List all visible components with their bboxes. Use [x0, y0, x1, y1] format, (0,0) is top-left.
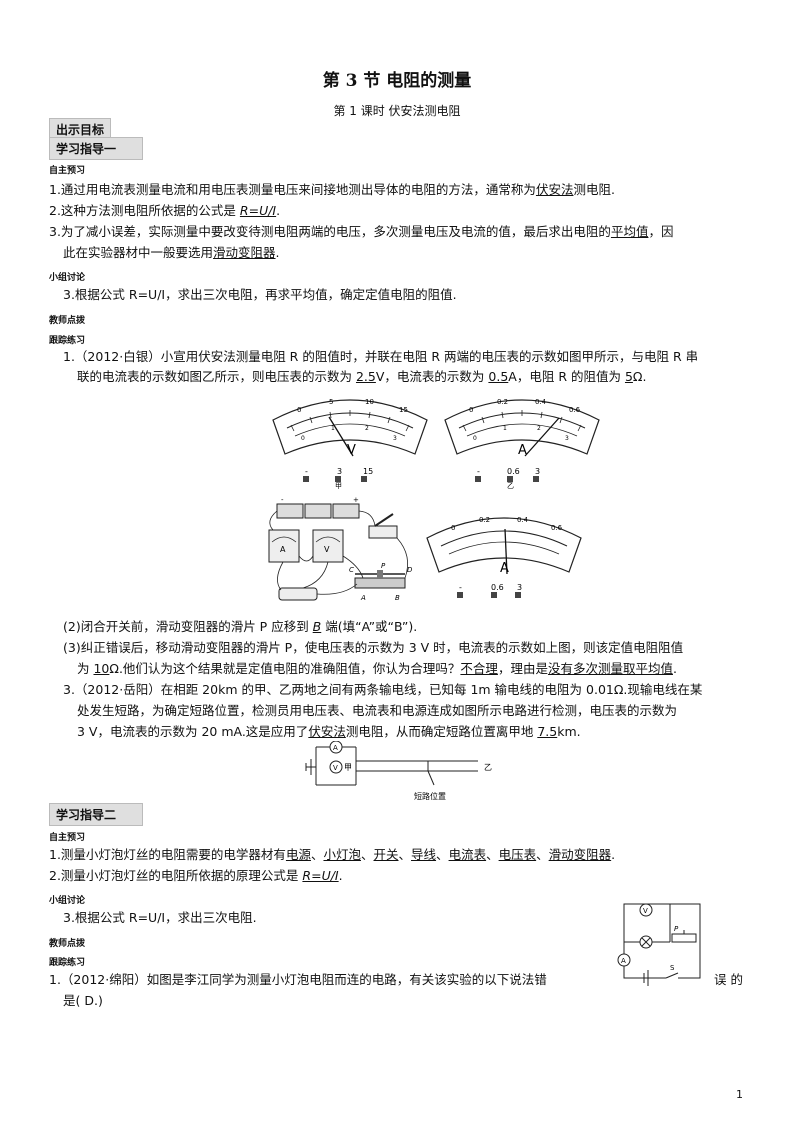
label-short-position: 短路位置: [414, 791, 446, 801]
svg-text:+: +: [353, 496, 359, 504]
svg-text:A: A: [333, 744, 338, 752]
svg-text:0: 0: [301, 435, 305, 442]
svg-text:P: P: [674, 925, 679, 933]
svg-text:0: 0: [451, 524, 455, 532]
meters-figure: V 0 5 10 15 0 1 2 3 - 3 15 甲 A 0 0.2 0.4…: [272, 398, 600, 490]
voltmeter-jia: V 0 5 10 15 0 1 2 3 - 3 15 甲: [272, 398, 428, 490]
svg-text:3: 3: [337, 467, 342, 476]
svg-text:A: A: [280, 545, 286, 554]
group-item: 3.根据公式 R=U/I，求出三次电阻，再求平均值，确定定值电阻的阻值.: [63, 287, 457, 302]
svg-text:1: 1: [331, 425, 335, 432]
svg-text:V: V: [333, 764, 338, 772]
question-1-line-2: 联的电流表的示数如图乙所示，则电压表的示数为 2.5V，电流表的示数为 0.5A…: [77, 369, 647, 384]
label-practice: 跟踪练习: [49, 336, 86, 346]
page-number: 1: [736, 1088, 743, 1101]
label-teacher-2: 教师点拨: [49, 939, 86, 949]
page-subtitle: 第 1 课时 伏安法测电阻: [333, 104, 461, 118]
svg-text:A: A: [500, 561, 509, 576]
circuit-figure: -+ A V C D P A B A 0 0.2 0.4: [268, 496, 582, 602]
svg-text:15: 15: [363, 467, 373, 476]
question-4-line-1: 3.（2012·岳阳）在相距 20km 的甲、乙两地之间有两条输电线，已知每 1…: [63, 682, 703, 697]
svg-text:3: 3: [393, 435, 397, 442]
voltmeter-device: V: [312, 529, 344, 563]
svg-text:0: 0: [469, 406, 473, 414]
svg-text:-: -: [477, 467, 480, 476]
svg-text:-: -: [305, 467, 308, 476]
svg-text:3: 3: [535, 467, 540, 476]
label-preview-2: 自主预习: [49, 833, 86, 843]
svg-text:0.2: 0.2: [479, 516, 490, 524]
svg-text:0.6: 0.6: [507, 467, 520, 476]
ammeter-device: A: [268, 529, 300, 563]
svg-text:3: 3: [565, 435, 569, 442]
question-b1-line-1-end: 误 的: [714, 972, 743, 987]
svg-text:P: P: [381, 562, 386, 570]
svg-text:D: D: [407, 566, 413, 574]
caption-yi: 乙: [507, 482, 514, 490]
svg-text:0: 0: [297, 406, 301, 414]
question-b1-line-1: 1.（2012·绵阳）如图是李江同学为测量小灯泡电阻而连的电路，有关该实验的以下…: [49, 972, 547, 987]
caption-jia: 甲: [335, 482, 342, 490]
preview-item-2: 2.这种方法测电阻所依据的公式是 R=U/I.: [49, 203, 281, 218]
question-2: (2)闭合开关前，滑动变阻器的滑片 P 应移到 B 端(填“A”或“B”).: [63, 619, 418, 634]
question-b1-line-2: 是( D.): [63, 993, 103, 1008]
label-yi: 乙: [484, 763, 492, 772]
battery-pack: -+: [276, 496, 360, 519]
svg-text:0.4: 0.4: [535, 398, 547, 406]
label-group-discussion-2: 小组讨论: [49, 896, 86, 906]
ammeter-yi: A 0 0.2 0.4 0.6 0 1 2 3 - 0.6 3 乙: [444, 398, 600, 490]
page-title: 第 3 节 电阻的测量: [322, 71, 472, 91]
group-item-2: 3.根据公式 R=U/I，求出三次电阻.: [63, 910, 257, 925]
short-circuit-figure: A V 甲 乙 短路位置: [305, 741, 492, 801]
tag-guide-one: 学习指导一: [49, 137, 143, 160]
ammeter-symbol: A: [518, 443, 527, 458]
svg-text:3: 3: [517, 583, 522, 592]
svg-text:5: 5: [329, 398, 333, 406]
question-4-line-2: 处发生短路，为确定短路位置，检测员用电压表、电流表和电源连成如图所示电路进行检测…: [77, 703, 678, 718]
svg-text:V: V: [324, 545, 330, 554]
preview2-item-2: 2.测量小灯泡灯丝的电阻所依据的原理公式是 R=U/I.: [49, 868, 343, 883]
voltmeter-needle: [328, 416, 354, 457]
label-group-discussion: 小组讨论: [49, 273, 86, 283]
preview-item-3-cont: 此在实验器材中一般要选用滑动变阻器.: [63, 245, 280, 260]
label-teacher: 教师点拨: [49, 316, 86, 326]
preview-item-1: 1.通过用电流表测量电流和用电压表测量电压来间接地测出导体的电阻的方法，通常称为…: [49, 182, 615, 197]
label-jia: 甲: [344, 763, 352, 772]
voltmeter-symbol: V: [347, 443, 356, 458]
svg-text:S: S: [670, 964, 675, 972]
ammeter-large: A 0 0.2 0.4 0.6 - 0.6 3: [426, 516, 582, 598]
question-3-line-1: (3)纠正错误后，移动滑动变阻器的滑片 P，使电压表的示数为 3 V 时，电流表…: [63, 640, 684, 655]
svg-text:0.2: 0.2: [497, 398, 508, 406]
svg-text:2: 2: [365, 425, 369, 432]
svg-text:0: 0: [473, 435, 477, 442]
question-3-line-2: 为 10Ω.他们认为这个结果就是定值电阻的准确阻值，你认为合理吗？不合理，理由是…: [77, 661, 677, 676]
tag-guide-two: 学习指导二: [49, 803, 143, 826]
ammeter-needle: [524, 417, 560, 457]
question-1-line-1: 1.（2012·白银）小宣用伏安法测量电阻 R 的阻值时，并联在电阻 R 两端的…: [63, 349, 699, 364]
svg-text:10: 10: [365, 398, 374, 406]
svg-text:2: 2: [537, 425, 541, 432]
svg-text:C: C: [349, 566, 354, 574]
svg-text:V: V: [643, 907, 648, 915]
svg-text:A: A: [360, 594, 366, 602]
svg-text:-: -: [459, 583, 462, 592]
preview2-item-1: 1.测量小灯泡灯丝的电阻需要的电学器材有电源、小灯泡、开关、导线、电流表、电压表…: [49, 847, 616, 862]
question-4-line-3: 3 V，电流表的示数为 20 mA.这是应用了伏安法测电阻，从而确定短路位置离甲…: [77, 724, 581, 739]
svg-text:B: B: [395, 594, 400, 602]
rheostat: C D P A B: [349, 562, 413, 602]
svg-text:0.6: 0.6: [491, 583, 504, 592]
svg-text:1: 1: [503, 425, 507, 432]
resistor: [278, 587, 318, 601]
svg-text:0.4: 0.4: [517, 516, 529, 524]
label-practice-2: 跟踪练习: [49, 958, 86, 968]
svg-text:0.6: 0.6: [551, 524, 563, 532]
svg-text:A: A: [621, 957, 626, 965]
svg-text:15: 15: [399, 406, 408, 414]
switch: [368, 513, 398, 539]
svg-text:0.6: 0.6: [569, 406, 581, 414]
preview-item-3: 3.为了减小误差，实际测量中要改变待测电阻两端的电压，多次测量电压及电流的值，最…: [49, 224, 674, 239]
lamp-circuit-figure: V P A S: [617, 903, 701, 986]
svg-text:-: -: [281, 496, 284, 504]
label-preview: 自主预习: [49, 166, 86, 176]
